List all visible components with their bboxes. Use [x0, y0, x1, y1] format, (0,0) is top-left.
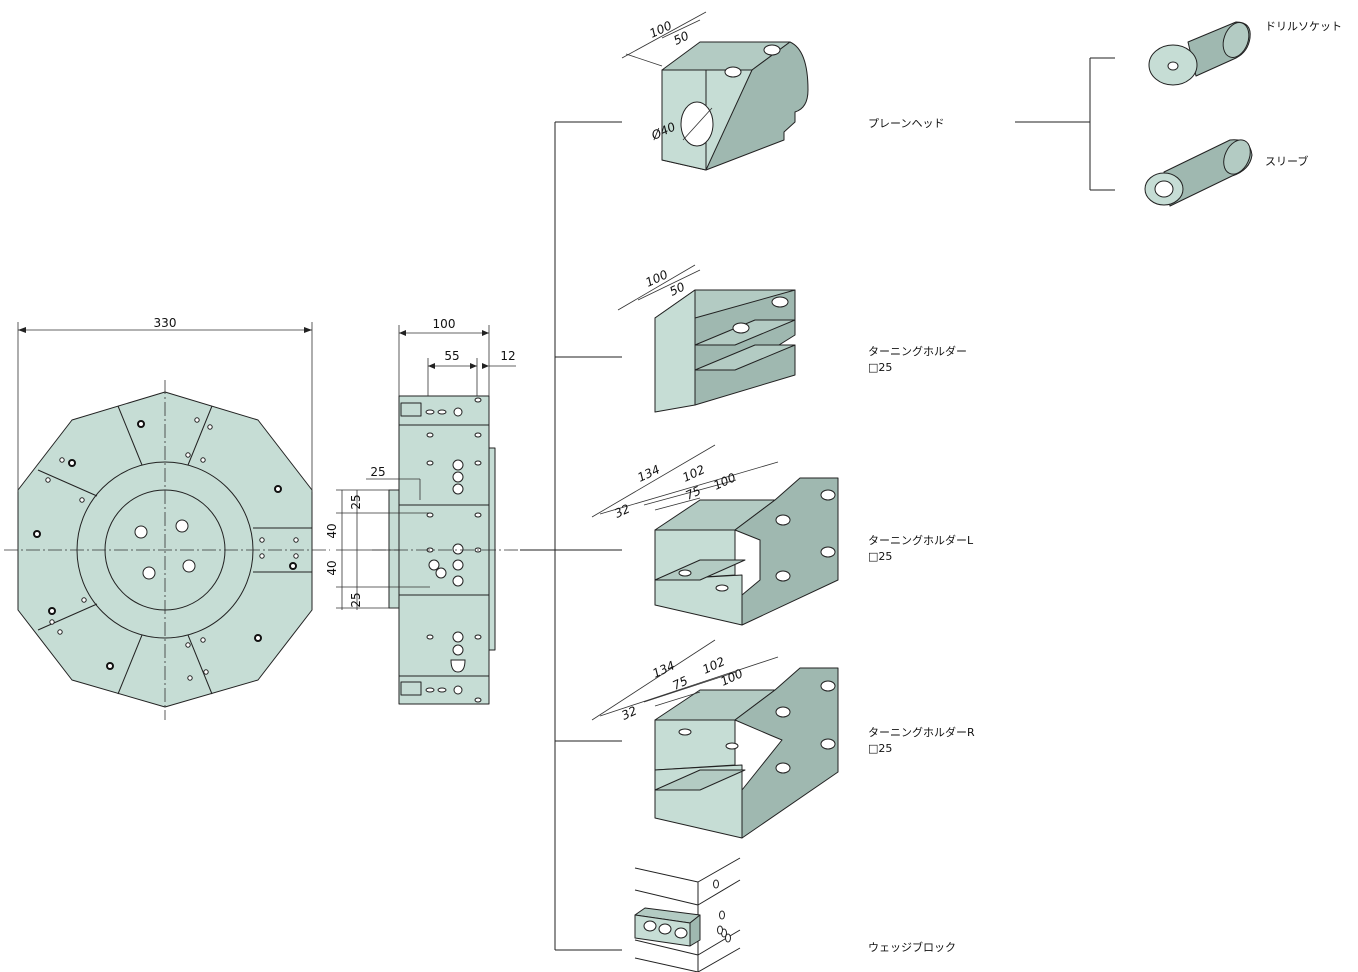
turning-holder-r-drawing: 134 102 75 100 32 — [591, 639, 839, 839]
turning-l-dim-32: 32 — [612, 502, 632, 521]
turret-side-view: 100 55 12 25 25 40 40 25 — [325, 317, 520, 705]
turning-l-dim-100: 100 — [711, 470, 738, 493]
dim-330-label: 330 — [154, 316, 177, 330]
sleeve-drawing — [1144, 139, 1253, 207]
plain-dim-100: 100 — [647, 18, 674, 41]
drill-socket-label: ドリルソケット — [1265, 20, 1342, 33]
turning-r-dim-32: 32 — [619, 704, 639, 723]
wedge-block-drawing — [634, 857, 741, 972]
turning-holder-drawing: 100 50 — [617, 264, 796, 413]
turning-holder-l-label: ターニングホルダーL — [868, 533, 974, 547]
dim-100-label: 100 — [433, 317, 456, 331]
connector-lines — [520, 57, 1115, 951]
dim-25-top-label: 25 — [370, 465, 385, 479]
turning-dim-50: 50 — [667, 279, 687, 298]
turning-holder-label: ターニングホルダー — [868, 344, 967, 358]
sleeve-label: スリーブ — [1265, 154, 1308, 168]
drill-socket-drawing — [1148, 21, 1251, 86]
dim-vert-40a-label: 40 — [325, 523, 339, 538]
wedge-block-label: ウェッジブロック — [868, 940, 956, 954]
turning-holder-l-drawing: 134 102 75 100 32 — [591, 444, 839, 626]
turning-holder-r-size-label: □25 — [868, 742, 892, 755]
plain-head-label: プレーンヘッド — [868, 117, 944, 130]
dim-55-label: 55 — [444, 349, 459, 363]
turning-r-dim-75: 75 — [670, 674, 690, 693]
turning-holder-size-label: □25 — [868, 361, 892, 374]
dim-vert-25a-label: 25 — [349, 494, 363, 509]
turning-l-dim-134: 134 — [635, 462, 662, 484]
dim-12-label: 12 — [500, 349, 515, 363]
turning-l-dim-102: 102 — [680, 462, 707, 484]
turning-holder-l-size-label: □25 — [868, 550, 892, 563]
turret-front-view: 330 — [4, 316, 330, 720]
turning-l-dim-75: 75 — [683, 484, 703, 503]
dim-vert-25b-label: 25 — [349, 592, 363, 607]
part-labels: プレーンヘッド ターニングホルダー □25 ターニングホルダーL □25 ターニ… — [868, 20, 1342, 954]
plain-head-drawing: 100 50 Ø40 — [621, 11, 809, 171]
plain-dim-50: 50 — [671, 28, 691, 47]
dim-vert-40b-label: 40 — [325, 560, 339, 575]
turning-holder-r-label: ターニングホルダーR — [868, 725, 975, 739]
turning-r-dim-134: 134 — [650, 658, 677, 680]
